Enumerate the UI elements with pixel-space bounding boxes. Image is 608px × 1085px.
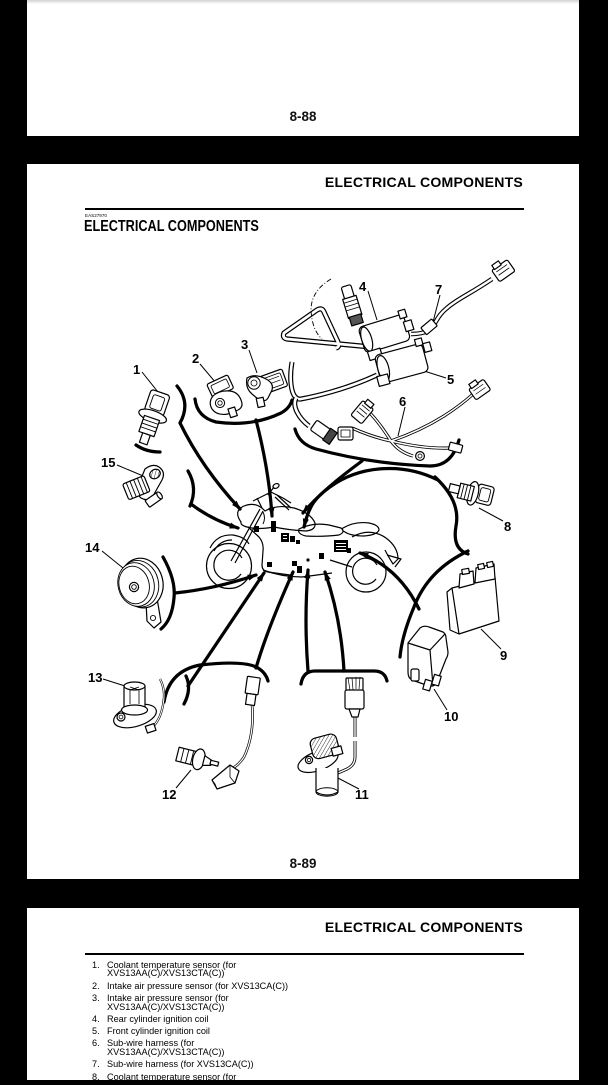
svg-text:13: 13 [88,670,102,685]
svg-text:8: 8 [504,519,511,534]
svg-text:7: 7 [435,282,442,297]
svg-text:3: 3 [241,337,248,352]
svg-text:10: 10 [444,709,458,724]
svg-text:2: 2 [192,351,199,366]
svg-text:12: 12 [162,787,176,802]
svg-text:9: 9 [500,648,507,663]
svg-text:4: 4 [359,279,367,294]
svg-text:5: 5 [447,372,454,387]
svg-text:1: 1 [133,362,140,377]
svg-text:15: 15 [101,455,115,470]
svg-text:6: 6 [399,394,406,409]
svg-text:14: 14 [85,540,100,555]
svg-text:11: 11 [355,787,369,802]
